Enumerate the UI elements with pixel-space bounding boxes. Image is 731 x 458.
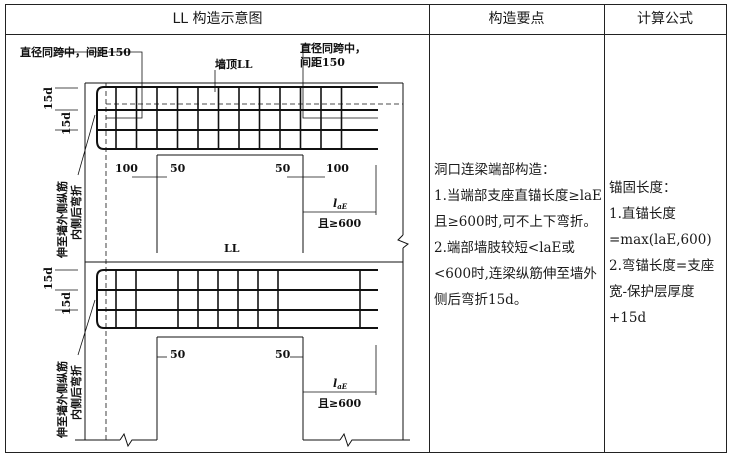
construction-points: 洞口连梁端部构造： 1.当端部支座直锚长度≥laE且≥600时,可不上下弯折。 … xyxy=(434,157,602,313)
header-diagram: LL 构造示意图 xyxy=(172,11,263,27)
dim-15d: 15d xyxy=(42,87,55,110)
dim-100: 100 xyxy=(115,162,138,175)
anchor-label: laE xyxy=(333,377,348,391)
anchor-cond: 且≥600 xyxy=(318,397,362,410)
ll-diagram: 直径同跨中，间距150 墙顶LL 直径同跨中， 间距150 15d 15d 15… xyxy=(20,41,410,448)
bottom-beam-label: LL xyxy=(224,242,240,255)
anchor-label: laE xyxy=(333,197,348,211)
column-divider xyxy=(604,5,605,452)
points-title: 洞口连梁端部构造： xyxy=(434,162,556,178)
top-right-note-1: 直径同跨中， xyxy=(300,41,366,55)
points-item-2: 2.端部墙肢较短<laE或<600时,连梁纵筋伸至墙外侧后弯折15d。 xyxy=(434,240,597,308)
top-right-note-2: 间距150 xyxy=(300,56,345,69)
dim-15d: 15d xyxy=(60,292,73,315)
header-formula: 计算公式 xyxy=(637,11,693,27)
dim-100: 100 xyxy=(326,162,349,175)
formula-item-2: 2.弯锚长度=支座宽-保护层厚度+15d xyxy=(609,258,715,326)
column-divider xyxy=(429,5,430,452)
dim-15d: 15d xyxy=(60,112,73,135)
dim-50: 50 xyxy=(170,162,186,175)
top-left-note: 直径同跨中，间距150 xyxy=(20,45,131,59)
dim-50: 50 xyxy=(170,348,186,361)
dim-50: 50 xyxy=(275,162,291,175)
header-points: 构造要点 xyxy=(488,11,545,27)
dim-50: 50 xyxy=(275,348,291,361)
anchor-cond: 且≥600 xyxy=(318,217,362,230)
formula-item-1: 1.直锚长度=max(laE,600) xyxy=(609,206,712,248)
side-note-2: 内侧后弯折 xyxy=(69,365,83,420)
side-note-1: 伸至墙外侧纵筋 xyxy=(55,181,69,259)
dim-15d: 15d xyxy=(42,267,55,290)
header-divider xyxy=(6,34,726,35)
side-note-1: 伸至墙外侧纵筋 xyxy=(55,361,69,439)
formula-title: 锚固长度： xyxy=(609,180,677,196)
construction-table: LL 构造示意图 构造要点 计算公式 洞口连梁端部构造： 1.当端部支座直锚长度… xyxy=(5,4,727,453)
points-item-1: 1.当端部支座直锚长度≥laE且≥600时,可不上下弯折。 xyxy=(434,188,602,230)
side-note-2: 内侧后弯折 xyxy=(69,185,83,240)
formula: 锚固长度： 1.直锚长度=max(laE,600) 2.弯锚长度=支座宽-保护层… xyxy=(609,175,725,331)
top-beam-label: 墙顶LL xyxy=(215,57,253,71)
